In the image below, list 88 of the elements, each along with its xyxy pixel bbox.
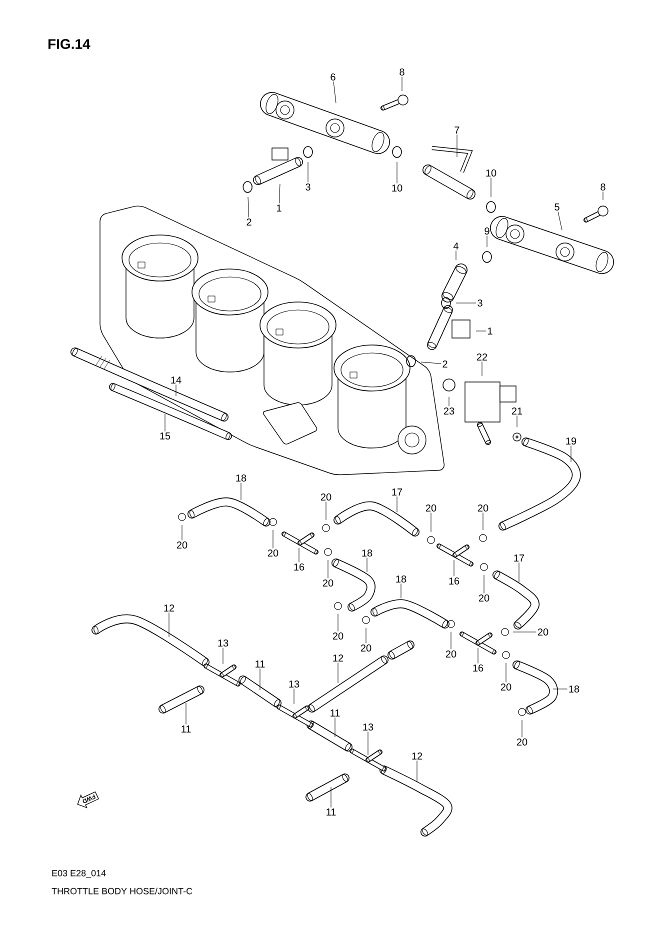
leader-line (416, 760, 418, 782)
callout-number: 12 (412, 752, 422, 760)
callout-number: 11 (182, 726, 191, 732)
callout-number: 16 (294, 563, 304, 571)
leader-line (430, 512, 432, 532)
leader-line (278, 184, 280, 204)
callout-number: 16 (449, 577, 460, 585)
leader-line (490, 178, 492, 198)
callout-number: 6 (330, 73, 336, 81)
callout-number: 5 (554, 204, 560, 210)
leader-line (482, 512, 484, 530)
callout-number: 21 (512, 408, 522, 414)
callout-number: 20 (500, 683, 512, 691)
drawing-code: E03 E28_014 (52, 870, 106, 878)
callout-number: 7 (454, 126, 460, 134)
leader-line (164, 414, 166, 432)
leader-line (450, 632, 452, 650)
callout-number: 4 (453, 242, 458, 250)
callout-number: 20 (332, 632, 344, 640)
leader-line (168, 612, 170, 638)
callout-number: 3 (478, 299, 482, 307)
callout-number: 14 (171, 376, 182, 384)
leader-line (518, 562, 520, 582)
callout-number: 20 (426, 504, 436, 512)
callout-number: 20 (360, 644, 372, 652)
callout-number: 23 (444, 407, 454, 415)
leader-line (396, 496, 398, 512)
callout-number: 18 (396, 575, 406, 583)
leader-line (330, 786, 332, 808)
figure-title: FIG.14 (48, 39, 90, 49)
callout-number: 20 (176, 541, 188, 549)
callout-number: 17 (392, 488, 402, 496)
leader-line (248, 196, 250, 218)
leader-line (602, 192, 604, 200)
leader-line (476, 330, 486, 332)
callout-number: 10 (392, 184, 402, 192)
callout-number: 13 (363, 723, 374, 731)
caption: THROTTLE BODY HOSE/JOINT-C (52, 888, 192, 894)
callout-number: 12 (164, 604, 174, 612)
callout-number: 11 (326, 808, 336, 816)
callout-number: 18 (236, 474, 246, 482)
callout-number: 10 (486, 169, 496, 177)
leader-line (333, 82, 336, 104)
leader-line (570, 446, 572, 462)
callout-number: 2 (246, 218, 252, 226)
leader-line (298, 548, 300, 563)
callout-number: 3 (306, 183, 310, 191)
callout-number: 2 (442, 360, 448, 368)
callout-number: 18 (569, 685, 580, 693)
callout-number: 20 (446, 650, 456, 658)
callout-number: 20 (268, 549, 278, 557)
callout-number: 20 (538, 628, 548, 636)
callout-number: 20 (322, 579, 334, 587)
callout-number: 15 (160, 432, 170, 440)
callout-number: 12 (333, 654, 344, 662)
callout-number: 13 (289, 680, 300, 688)
leader-line (272, 530, 274, 549)
callout-number: 11 (256, 660, 265, 668)
leader-line (486, 236, 488, 248)
callout-number: 1 (276, 204, 282, 212)
callout-number: 18 (362, 549, 372, 557)
callout-number: 16 (473, 664, 484, 672)
leader-line (516, 415, 518, 428)
leader-line (400, 584, 402, 598)
leader-line (448, 396, 450, 407)
leader-line (366, 558, 368, 572)
callout-number: 20 (478, 594, 490, 602)
leader-line (420, 362, 442, 364)
callout-number: 19 (566, 437, 576, 445)
leader-line (552, 688, 568, 690)
leader-line (558, 211, 562, 230)
callout-number: 8 (600, 183, 606, 191)
callout-number: 13 (218, 639, 228, 647)
callout-number: 20 (320, 493, 332, 501)
callout-number: 22 (476, 354, 488, 360)
callout-number: 17 (514, 554, 524, 562)
leader-line (456, 302, 476, 304)
leader-line (240, 482, 242, 500)
callout-number: 8 (400, 68, 404, 76)
leader-line (456, 134, 458, 158)
callout-number: 20 (478, 504, 488, 512)
callout-number: 9 (484, 227, 490, 235)
leader-line (334, 717, 336, 738)
callout-number: 11 (330, 710, 340, 716)
callout-number: 20 (516, 738, 528, 746)
callout-number: 1 (488, 328, 492, 334)
leader-line (222, 648, 224, 664)
leader-line (396, 162, 398, 184)
